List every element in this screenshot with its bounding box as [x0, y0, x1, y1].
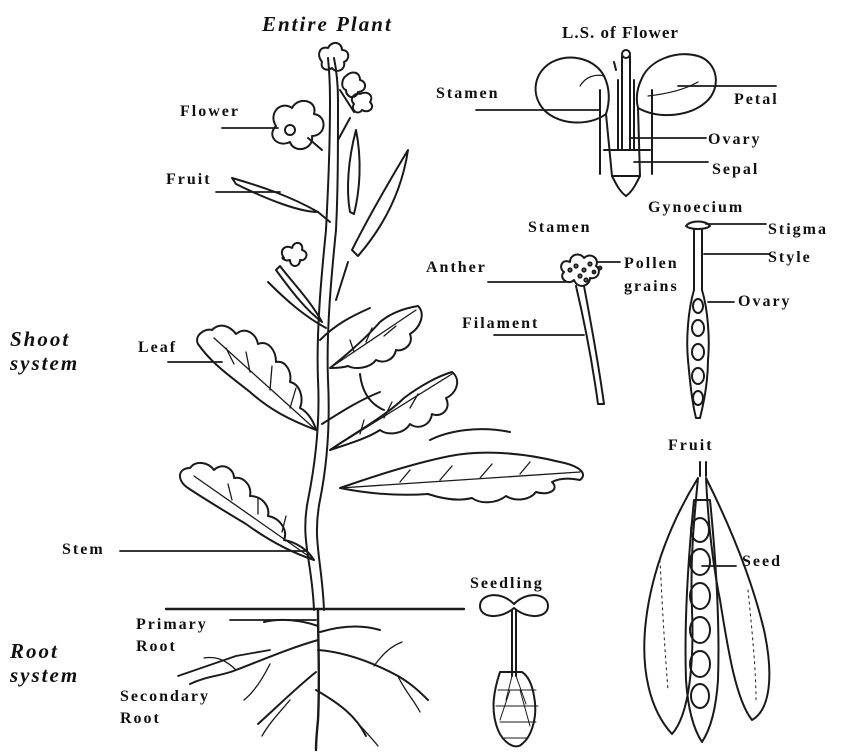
label-pollen-line1: Pollen [624, 252, 679, 275]
label-primary-root: Primary Root [136, 614, 208, 659]
fruit-drawing [644, 462, 769, 742]
label-stamen-flower: Stamen [436, 86, 500, 102]
label-seed: Seed [742, 554, 782, 570]
plant-roots [190, 610, 428, 750]
stamen-drawing [561, 255, 604, 404]
label-pollen-grains: Pollen grains [624, 252, 679, 298]
plant-drawing [180, 43, 583, 750]
stamen-filament [576, 286, 604, 404]
gynoecium-ovary [687, 290, 709, 418]
leader-lines [120, 86, 776, 676]
plant-fruit-pod [232, 178, 318, 212]
label-petal: Petal [734, 92, 779, 108]
gynoecium-stigma [686, 222, 710, 230]
label-ovary-flower: Ovary [708, 132, 762, 148]
root-system-label: Root system [10, 640, 79, 687]
ls-flower-right-petal [637, 54, 716, 115]
fruit-valve-left [644, 478, 698, 734]
title-fruit: Fruit [668, 438, 714, 454]
shoot-system-label: Shoot system [10, 328, 79, 375]
title-stamen: Stamen [528, 220, 592, 236]
label-filament: Filament [462, 316, 539, 332]
label-primary-root-line2: Root [136, 636, 208, 658]
ls-flower-drawing [536, 50, 716, 196]
label-leaf: Leaf [138, 340, 177, 356]
label-style: Style [768, 250, 812, 266]
fruit-septum [685, 500, 718, 742]
seedling-drawing [480, 595, 548, 746]
root-system-line2: system [10, 664, 79, 688]
label-flower: Flower [180, 104, 240, 120]
title-gynoecium: Gynoecium [648, 200, 744, 216]
title-entire-plant: Entire Plant [262, 14, 393, 35]
label-secondary-root-line2: Root [120, 708, 210, 730]
label-anther: Anther [426, 260, 487, 276]
plant-leaf-big-right [340, 453, 583, 503]
root-system-line1: Root [10, 640, 79, 664]
label-primary-root-line1: Primary [136, 614, 208, 636]
shoot-system-line2: system [10, 352, 79, 376]
label-sepal: Sepal [712, 162, 759, 178]
label-stigma: Stigma [768, 222, 828, 238]
fruit-valve-right [706, 478, 769, 720]
seedling-roots [494, 672, 536, 746]
title-ls-flower: L.S. of Flower [562, 24, 679, 41]
label-pollen-line2: grains [624, 275, 679, 298]
label-stem: Stem [62, 542, 105, 558]
label-secondary-root-line1: Secondary [120, 686, 210, 708]
top-bud-cluster [319, 43, 348, 71]
plant-flower [272, 101, 323, 150]
seedling-cotyledons [480, 595, 548, 616]
shoot-system-line1: Shoot [10, 328, 79, 352]
label-ovary-gyn: Ovary [738, 294, 792, 310]
gynoecium-drawing [686, 222, 710, 419]
title-seedling: Seedling [470, 576, 544, 592]
label-secondary-root: Secondary Root [120, 686, 210, 731]
label-fruit-plant: Fruit [166, 172, 212, 188]
ls-flower-left-petal [536, 58, 609, 123]
